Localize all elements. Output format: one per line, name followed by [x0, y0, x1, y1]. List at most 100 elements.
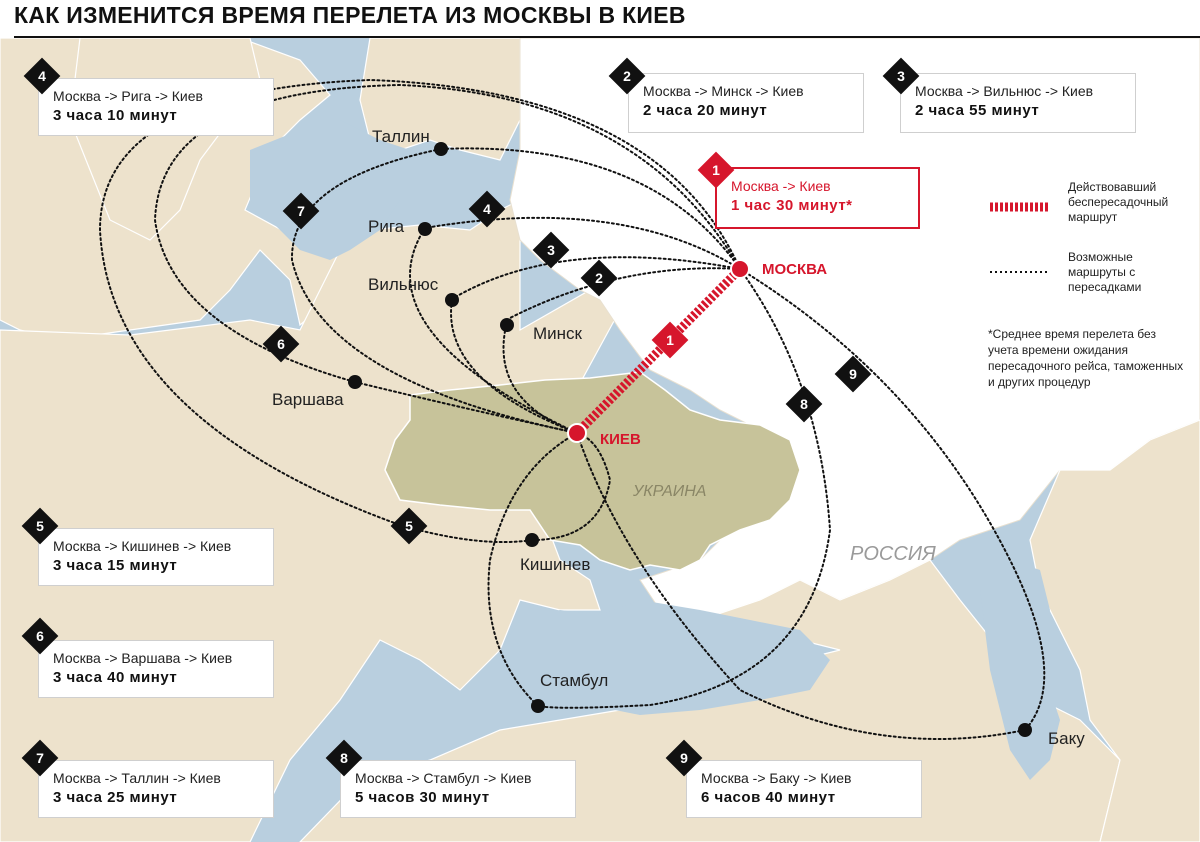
badge-card-9: 9: [665, 739, 703, 777]
route-line-riga-outer: [98, 78, 741, 544]
route-line-vilnius-a: [451, 256, 741, 300]
label-tallin: Таллин: [372, 127, 430, 146]
route-card-2: Москва -> Минск -> Киев 2 часа 20 минут: [628, 73, 864, 133]
route-card-7-route: Москва -> Таллин -> Киев: [53, 770, 221, 786]
route-line-baku-a: [739, 268, 1046, 731]
city-dot-moscow: [730, 259, 750, 279]
route-line-minsk-a: [509, 267, 741, 319]
route-card-3-route: Москва -> Вильнюс -> Киев: [915, 83, 1094, 99]
badge-card-6-num: 6: [36, 628, 44, 644]
label-minsk: Минск: [533, 324, 583, 343]
badge-map-9: 9: [834, 355, 872, 393]
label-kiev: КИЕВ: [600, 431, 641, 448]
badge-map-4: 4: [468, 190, 506, 228]
route-card-1: Москва -> Киев 1 час 30 минут*: [715, 167, 920, 229]
badge-card-2-num: 2: [623, 68, 631, 84]
label-vilnius: Вильнюс: [368, 275, 439, 294]
badge-map-4-num: 4: [483, 201, 491, 217]
badge-map-1-num: 1: [666, 332, 674, 348]
route-line-istanbul-a: [537, 268, 832, 709]
route-line-istanbul-b: [487, 432, 578, 707]
label-russia: РОССИЯ: [850, 543, 936, 565]
route-line-tallin-a: [440, 147, 741, 270]
badge-card-5-num: 5: [36, 518, 44, 534]
city-dot-warsaw: [348, 375, 362, 389]
badge-card-4-num: 4: [38, 68, 46, 84]
city-dot-istanbul: [531, 699, 545, 713]
city-dot-baku: [1018, 723, 1032, 737]
badge-map-8: 8: [785, 385, 823, 423]
badge-card-3-num: 3: [897, 68, 905, 84]
badge-card-9-num: 9: [680, 750, 688, 766]
route-card-5: Москва -> Кишинев -> Киев 3 часа 15 мину…: [38, 528, 274, 586]
badge-card-5: 5: [21, 507, 59, 545]
city-dot-kiev: [567, 423, 587, 443]
badge-card-7: 7: [21, 739, 59, 777]
label-riga: Рига: [368, 217, 405, 236]
badge-card-7-num: 7: [36, 750, 44, 766]
route-card-5-time: 3 часа 15 минут: [53, 557, 178, 574]
footnote: *Среднее время перелета без учета времен…: [988, 327, 1184, 389]
legend-direct-text: Действовавший беспересадочный маршрут: [1068, 180, 1169, 224]
badge-card-6: 6: [21, 617, 59, 655]
label-warsaw: Варшава: [272, 390, 344, 409]
route-card-8-time: 5 часов 30 минут: [355, 789, 490, 806]
route-line-vilnius-b: [450, 299, 578, 434]
badge-map-5-num: 5: [405, 518, 413, 534]
badge-card-3: 3: [882, 57, 920, 95]
route-line-baku-b: [576, 432, 1026, 740]
badge-map-6: 6: [262, 325, 300, 363]
route-card-5-route: Москва -> Кишинев -> Киев: [53, 538, 232, 554]
label-chisinau: Кишинев: [520, 555, 590, 574]
route-card-6: Москва -> Варшава -> Киев 3 часа 40 мину…: [38, 640, 274, 698]
route-card-4: Москва -> Рига -> Киев 3 часа 10 минут: [38, 78, 274, 136]
direct-route-line: [573, 265, 744, 437]
route-card-3: Москва -> Вильнюс -> Киев 2 часа 55 мину…: [900, 73, 1136, 133]
route-card-8: Москва -> Стамбул -> Киев 5 часов 30 мин…: [340, 760, 576, 818]
transfer-routes: [98, 78, 1046, 740]
route-card-1-route: Москва -> Киев: [731, 178, 831, 194]
badge-card-8: 8: [325, 739, 363, 777]
route-card-3-time: 2 часа 55 минут: [915, 102, 1040, 119]
city-dot-riga: [418, 222, 432, 236]
route-card-9: Москва -> Баку -> Киев 6 часов 40 минут: [686, 760, 922, 818]
badge-map-6-num: 6: [277, 336, 285, 352]
caspian-sea: [980, 560, 1060, 780]
route-card-4-route: Москва -> Рига -> Киев: [53, 88, 203, 104]
map-title: КАК ИЗМЕНИТСЯ ВРЕМЯ ПЕРЕЛЕТА ИЗ МОСКВЫ В…: [14, 2, 686, 28]
black-sea: [500, 600, 830, 715]
badge-map-9-num: 9: [849, 366, 857, 382]
baltic-sea: [250, 120, 420, 260]
badge-card-1-num: 1: [712, 162, 720, 178]
route-card-6-time: 3 часа 40 минут: [53, 669, 178, 686]
route-card-1-time: 1 час 30 минут*: [731, 197, 853, 214]
route-card-8-route: Москва -> Стамбул -> Киев: [355, 770, 532, 786]
badge-card-4: 4: [23, 57, 61, 95]
badge-card-2: 2: [608, 57, 646, 95]
route-map: Таллин Рига Вильнюс Минск Варшава Кишине…: [0, 38, 1200, 842]
route-card-6-route: Москва -> Варшава -> Киев: [53, 650, 233, 666]
city-dot-chisinau: [525, 533, 539, 547]
city-dots: [348, 142, 1032, 737]
route-line-riga-a: [424, 216, 741, 270]
route-card-7: Москва -> Таллин -> Киев 3 часа 25 минут: [38, 760, 274, 818]
badge-map-3: 3: [532, 231, 570, 269]
route-line-warsaw-b: [354, 381, 578, 434]
route-card-9-route: Москва -> Баку -> Киев: [701, 770, 852, 786]
badge-map-1: 1: [651, 321, 689, 359]
label-istanbul: Стамбул: [540, 671, 608, 690]
legend-transfer-text: Возможные маршруты с пересадками: [1068, 250, 1142, 294]
badge-map-2: 2: [580, 259, 618, 297]
label-ukraine: УКРАИНА: [632, 483, 706, 500]
route-card-4-time: 3 часа 10 минут: [53, 107, 178, 124]
title-rule: [14, 36, 1200, 38]
badge-map-2-num: 2: [595, 270, 603, 286]
badge-map-7-num: 7: [297, 203, 305, 219]
badge-map-7: 7: [282, 192, 320, 230]
route-line-chisinau-a: [531, 432, 612, 541]
badge-map-3-num: 3: [547, 242, 555, 258]
label-moscow: МОСКВА: [762, 261, 827, 278]
route-card-9-time: 6 часов 40 минут: [701, 789, 836, 806]
city-dot-minsk: [500, 318, 514, 332]
badge-map-8-num: 8: [800, 396, 808, 412]
